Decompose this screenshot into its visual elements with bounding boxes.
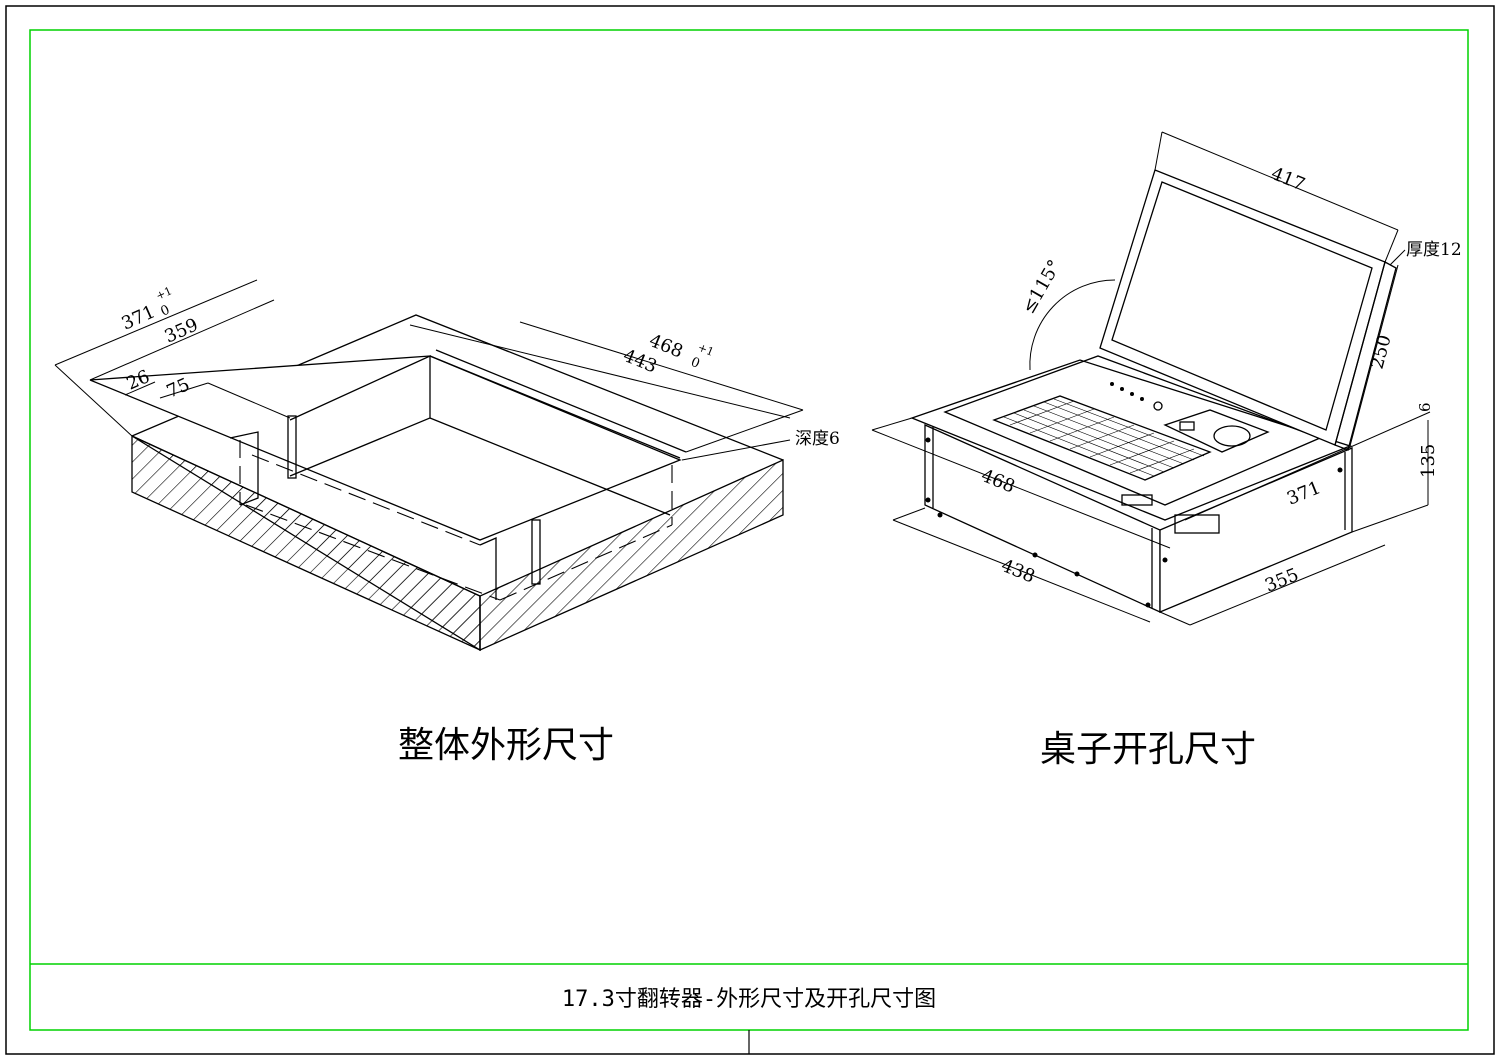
dim-75-line bbox=[159, 382, 209, 399]
dim-359-label: 359 bbox=[161, 314, 201, 347]
dim-468-tol-zero: 0 bbox=[689, 355, 702, 372]
cutout-inner-wall bbox=[289, 354, 431, 477]
box-screws bbox=[925, 437, 1343, 608]
dim-438-label: 438 bbox=[998, 555, 1038, 587]
dim-438-ext bbox=[892, 507, 926, 521]
outer-border bbox=[5, 5, 1495, 1055]
keyboard-keys bbox=[1003, 398, 1205, 477]
mouse bbox=[1213, 425, 1251, 447]
hidden-line-3 bbox=[251, 454, 481, 546]
dim-417-ext-l bbox=[1154, 131, 1163, 171]
flange-post-left bbox=[287, 415, 297, 479]
dim-250-label: 250 bbox=[1367, 333, 1396, 372]
title-block: 17.3寸翻转器-外形尺寸及开孔尺寸图 bbox=[30, 964, 1468, 1030]
dim-371-ext-left bbox=[54, 364, 133, 437]
dim-371-line-r bbox=[1184, 411, 1431, 521]
flange-front bbox=[479, 537, 497, 600]
box-right-face bbox=[479, 458, 784, 652]
dim-417-line bbox=[1161, 131, 1399, 231]
flange-left bbox=[229, 431, 259, 506]
left-view-caption: 整体外形尺寸 bbox=[398, 725, 615, 766]
dim-417-label: 417 bbox=[1268, 163, 1308, 195]
dim-443-line bbox=[409, 324, 791, 419]
dim-468-line bbox=[519, 321, 804, 411]
dim-371-line bbox=[54, 279, 258, 366]
dim-6-label: 6 bbox=[1416, 402, 1434, 412]
left-dim-labels: 371 +1 0 359 26 75 468 +1 0 443 深度6 bbox=[118, 284, 839, 449]
dim-468-tol-plus: +1 bbox=[696, 341, 716, 359]
angle-label: ≤115° bbox=[1018, 256, 1065, 317]
cutout-back-rim-2 bbox=[435, 349, 687, 453]
dim-468-ext-right bbox=[685, 409, 804, 453]
dim-250-line bbox=[1349, 264, 1399, 447]
left-isometric-view bbox=[54, 279, 804, 652]
depth-note: 深度6 bbox=[795, 429, 840, 449]
right-view-caption: 桌子开孔尺寸 bbox=[1040, 729, 1257, 770]
cutout-back-rim bbox=[429, 355, 681, 459]
dim-371-tol-plus: +1 bbox=[154, 284, 174, 302]
dim-359-line bbox=[89, 299, 275, 381]
screen-display bbox=[1111, 181, 1373, 431]
screen-back bbox=[1334, 261, 1397, 451]
dim-135-ext bbox=[1351, 504, 1429, 533]
front-buttons bbox=[1121, 494, 1153, 506]
dim-417-ext-r bbox=[1384, 229, 1399, 263]
depth-leader bbox=[681, 439, 791, 461]
dim-355-label: 355 bbox=[1262, 564, 1302, 596]
cutout-opening bbox=[89, 355, 682, 541]
cutout-floor-edge bbox=[429, 417, 671, 516]
dim-135-label: 135 bbox=[1418, 444, 1439, 478]
drawing-title: 17.3寸翻转器-外形尺寸及开孔尺寸图 bbox=[561, 987, 937, 1012]
dim-355-ext bbox=[1159, 611, 1191, 626]
usb-port bbox=[1179, 421, 1195, 431]
right-isometric-view bbox=[871, 131, 1431, 626]
power-button bbox=[1153, 401, 1163, 411]
dim-371-tol-zero: 0 bbox=[159, 303, 173, 320]
thickness-note: 厚度12 bbox=[1406, 240, 1462, 260]
mouse-well bbox=[1163, 409, 1270, 453]
thickness-leader bbox=[1389, 249, 1406, 266]
dim-438-line bbox=[892, 519, 1151, 623]
hidden-line-4 bbox=[499, 524, 673, 601]
indicator-dots bbox=[1110, 382, 1144, 401]
dim-468-ext-r bbox=[871, 417, 913, 431]
angle-arc bbox=[1029, 279, 1116, 371]
dim-355-line bbox=[1189, 544, 1386, 626]
hidden-line-2 bbox=[245, 504, 501, 601]
keyboard bbox=[992, 395, 1212, 481]
dim-75-ext bbox=[207, 382, 291, 419]
dim-468-line-r bbox=[871, 429, 1171, 549]
dim-26-line bbox=[124, 381, 156, 396]
